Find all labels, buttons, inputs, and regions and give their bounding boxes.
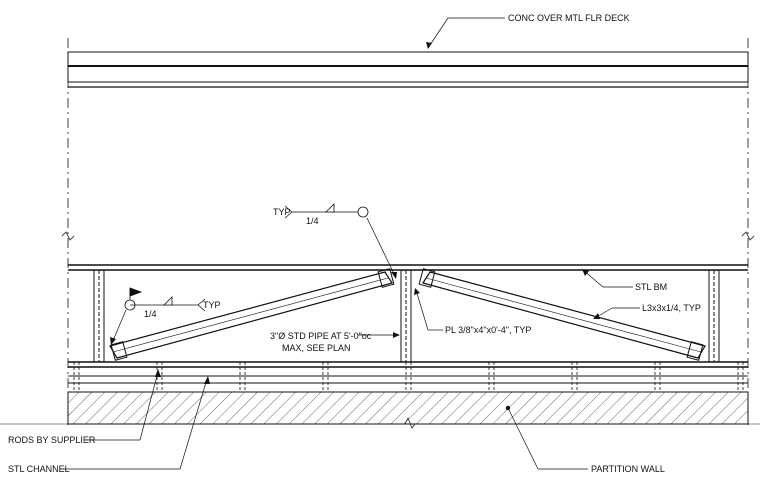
weld-symbol-left bbox=[124, 287, 206, 312]
stiffeners bbox=[93, 270, 720, 362]
channel-label: STL CHANNEL bbox=[8, 464, 70, 474]
floor-deck bbox=[67, 51, 749, 88]
weld-size-left: 1/4 bbox=[144, 309, 157, 319]
leader-lines bbox=[60, 17, 640, 470]
weld-symbol-top bbox=[284, 203, 369, 219]
leader-arrowheads bbox=[110, 42, 600, 411]
typ-label-left: TYP bbox=[203, 300, 221, 310]
partition-wall bbox=[0, 391, 760, 429]
deck-label: CONC OVER MTL FLR DECK bbox=[508, 13, 630, 23]
beam-label: STL BM bbox=[635, 282, 667, 292]
angle-label: L3x3x1/4, TYP bbox=[642, 303, 701, 313]
pipe-brace-right bbox=[418, 268, 706, 361]
pipe-brace-left bbox=[109, 268, 395, 361]
pipe-note-line2: MAX, SEE PLAN bbox=[282, 343, 351, 353]
edge-lines bbox=[61, 38, 755, 425]
weld-size-top: 1/4 bbox=[306, 216, 319, 226]
rods-label: RODS BY SUPPLIER bbox=[8, 435, 96, 445]
steel-beam bbox=[68, 264, 748, 384]
pipe-note-line1: 3"Ø STD PIPE AT 5'-0"oc bbox=[270, 331, 372, 341]
wall-label: PARTITION WALL bbox=[591, 464, 665, 474]
plate-label: PL 3/8"x4"x0'-4", TYP bbox=[445, 325, 531, 335]
channel-rods bbox=[73, 362, 744, 392]
typ-label-top: TYP bbox=[273, 207, 291, 217]
